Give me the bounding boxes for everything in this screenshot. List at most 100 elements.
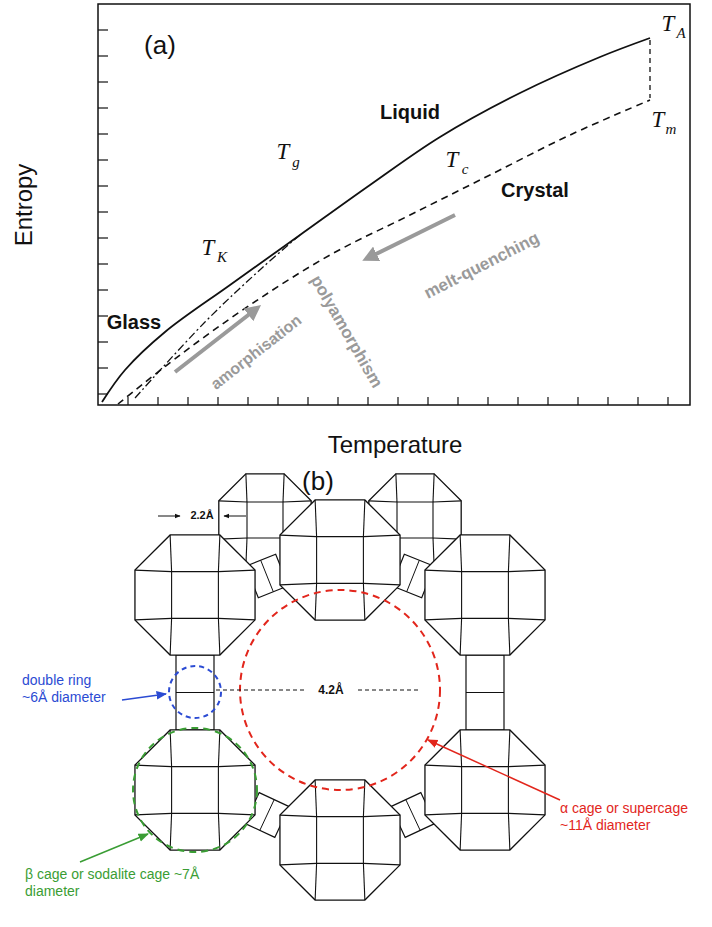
cage-face [317, 537, 364, 584]
axis-tick [98, 107, 108, 108]
axis-tick [98, 55, 108, 56]
cage-edge [508, 730, 509, 767]
cage-edge [460, 730, 461, 767]
cage-edge [425, 765, 462, 766]
cage-edge [425, 570, 462, 571]
temperature-subscript: K [217, 248, 227, 266]
cage-edge [135, 765, 172, 766]
cage-edge [315, 583, 316, 620]
cage-edge [396, 474, 397, 502]
cage-edge [218, 813, 219, 850]
cage-edge [363, 815, 400, 816]
axis-tick [127, 397, 128, 405]
leader-line [428, 740, 560, 800]
axis-tick [397, 397, 398, 405]
phase-label: Liquid [380, 100, 440, 124]
cage-edge [218, 765, 255, 766]
ring-edge [406, 800, 420, 831]
leader-line [80, 834, 148, 862]
axis-tick [98, 341, 108, 342]
axis-tick [98, 315, 108, 316]
temperature-subscript: g [292, 153, 300, 171]
double-ring-circle [169, 666, 221, 718]
cage-edge [363, 583, 364, 620]
melt-quenching-arrow [368, 215, 455, 258]
sodalite-cage [280, 500, 400, 620]
axis-tick [157, 397, 158, 405]
crystal-curve [118, 100, 650, 404]
axis-title: Temperature [328, 431, 463, 460]
sodalite-cage [135, 730, 255, 850]
axis-tick [457, 397, 458, 405]
cage-edge [280, 583, 317, 584]
cage-edge [280, 863, 317, 864]
cage-edge [433, 474, 434, 502]
cage-edge [283, 474, 284, 502]
cage-edge [246, 474, 247, 502]
leader-line [122, 694, 166, 700]
sodalite-cage [425, 535, 545, 655]
axis-tick [98, 159, 108, 160]
cage-edge [283, 501, 311, 502]
axis-tick [307, 397, 308, 405]
cage-face [317, 817, 364, 864]
cage-edge [280, 535, 317, 536]
cage-edge [433, 501, 461, 502]
axis-tick [337, 397, 338, 405]
cage-edge [218, 813, 255, 814]
liquid-glass-curve [102, 38, 650, 402]
ring-edge [466, 692, 504, 693]
axis-tick [517, 397, 518, 405]
cage-edge [425, 618, 462, 619]
axis-tick [98, 81, 108, 82]
axis-tick [427, 397, 428, 405]
dimension-line [358, 690, 420, 691]
ring-edge [407, 560, 420, 592]
cage-face [247, 502, 283, 538]
cage-edge [315, 863, 316, 900]
cage-edge [315, 780, 316, 817]
cage-edge [280, 815, 317, 816]
cage-edge [363, 500, 364, 537]
entropy-curves [102, 38, 650, 404]
cage-edge [363, 863, 364, 900]
temperature-symbol: T [662, 10, 675, 38]
cage-edge [218, 730, 219, 767]
process-label: melt-quenching [421, 228, 543, 304]
cage-edge [508, 618, 545, 619]
axis-tick [98, 289, 108, 290]
cage-edge [170, 730, 171, 767]
ring-edge [176, 692, 214, 693]
cage-edge [135, 570, 172, 571]
ring-edge [261, 560, 274, 592]
cage-edge [363, 535, 400, 536]
cage-edge [218, 618, 219, 655]
cage-edge [508, 813, 545, 814]
cage-edge [363, 583, 400, 584]
axis-tick [277, 397, 278, 405]
double-ring [466, 655, 504, 730]
dimension-label: 4.2Å [318, 683, 343, 697]
cage-face [397, 502, 433, 538]
axis-tick [98, 367, 108, 368]
axis-tick [217, 397, 218, 405]
phase-label: Glass [107, 310, 161, 334]
cage-edge [218, 618, 255, 619]
axis-tick [367, 397, 368, 405]
cage-face [462, 572, 509, 619]
sodalite-cage [135, 535, 255, 655]
cage-edge [170, 535, 171, 572]
cage-edge [363, 863, 400, 864]
cage-edge [135, 618, 172, 619]
cage-edge [508, 618, 509, 655]
temperature-symbol: T [446, 146, 459, 174]
temperature-subscript: m [666, 120, 677, 138]
axis-tick [98, 29, 108, 30]
cage-edge [218, 535, 219, 572]
plot-frame [98, 4, 690, 405]
cage-edge [315, 500, 316, 537]
phase-label: Crystal [501, 178, 569, 202]
axis-tick [98, 263, 108, 264]
axis-tick [637, 397, 638, 405]
